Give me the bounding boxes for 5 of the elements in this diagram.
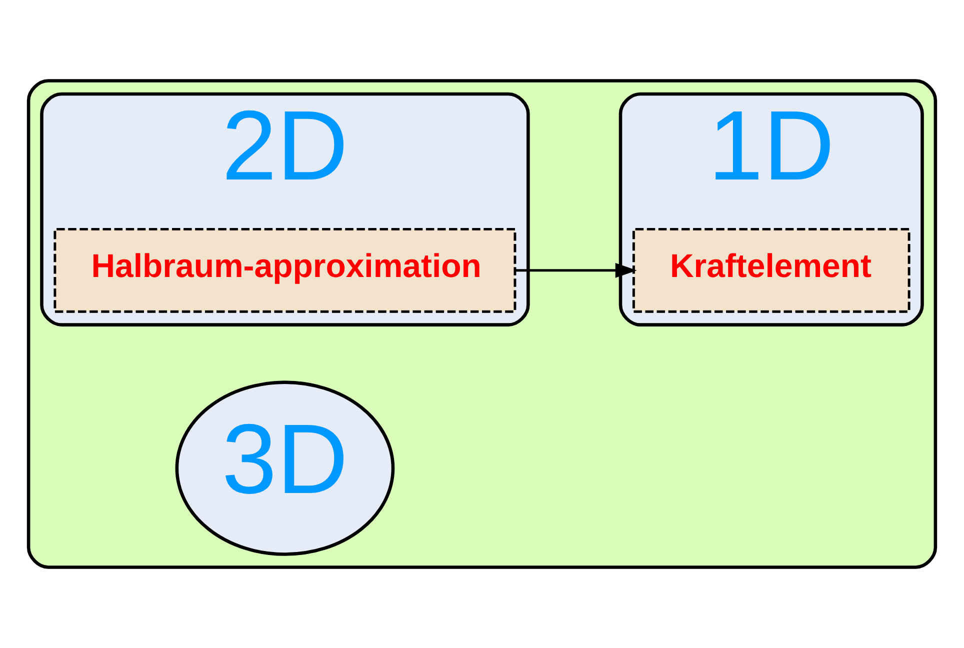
node-box: Halbraum-approximation [54,228,516,313]
cluster [26,79,938,569]
arrow [515,262,637,278]
node-ellipse: 3D [175,380,395,556]
node-box: Kraftelement [632,228,910,313]
